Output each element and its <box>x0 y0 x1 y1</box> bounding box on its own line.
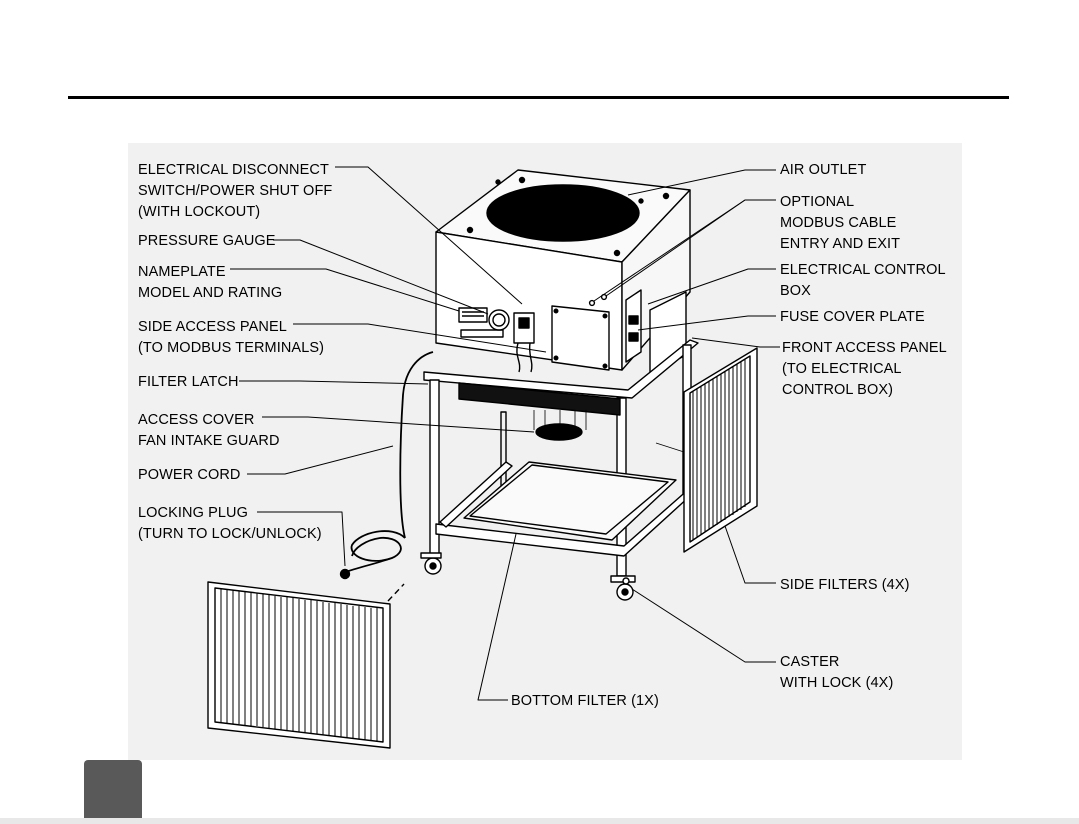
side-filter-left <box>207 581 405 749</box>
label-filter-latch: FILTER LATCH <box>138 374 239 390</box>
label-fuse-cover-plate: FUSE COVER PLATE <box>780 309 925 325</box>
label-locking-plug: LOCKING PLUG (TURN TO LOCK/UNLOCK) <box>138 505 322 542</box>
label-optional-modbus: OPTIONAL MODBUS CABLE ENTRY AND EXIT <box>780 194 901 252</box>
pressure-gauge-icon <box>488 309 510 331</box>
nameplate-icon <box>458 307 488 323</box>
label-pressure-gauge: PRESSURE GAUGE <box>138 233 276 249</box>
locking-plug-icon <box>339 568 351 580</box>
label-side-access-panel: SIDE ACCESS PANEL (TO MODBUS TERMINALS) <box>138 319 325 356</box>
leader-lines <box>230 166 780 701</box>
label-air-outlet: AIR OUTLET <box>780 162 867 178</box>
label-side-filters: SIDE FILTERS (4X) <box>780 577 910 593</box>
side-access-panel-icon <box>551 305 610 371</box>
side-filter-right <box>683 347 758 553</box>
air-outlet-icon <box>486 184 640 242</box>
label-access-cover: ACCESS COVER FAN INTAKE GUARD <box>138 412 280 449</box>
power-cord <box>339 351 434 580</box>
fan-intake-slot <box>458 382 621 416</box>
cabinet <box>435 169 691 375</box>
label-nameplate: NAMEPLATE MODEL AND RATING <box>138 264 283 301</box>
label-electrical-disconnect: ELECTRICAL DISCONNECT SWITCH/POWER SHUT … <box>138 162 333 220</box>
label-bottom-filter: BOTTOM FILTER (1X) <box>511 693 659 709</box>
page-tab <box>84 760 142 824</box>
electrical-control-box-icon <box>625 289 642 363</box>
label-electrical-control-box: ELECTRICAL CONTROL BOX <box>780 262 946 299</box>
bottom-band <box>0 818 1079 824</box>
label-caster: CASTER WITH LOCK (4X) <box>780 654 894 691</box>
label-front-access-panel: FRONT ACCESS PANEL (TO ELECTRICAL CONTRO… <box>782 340 947 398</box>
fan-intake-guard-icon <box>535 423 583 441</box>
header-rule <box>68 96 1009 99</box>
stand-frame <box>420 339 699 601</box>
label-power-cord: POWER CORD <box>138 467 241 483</box>
